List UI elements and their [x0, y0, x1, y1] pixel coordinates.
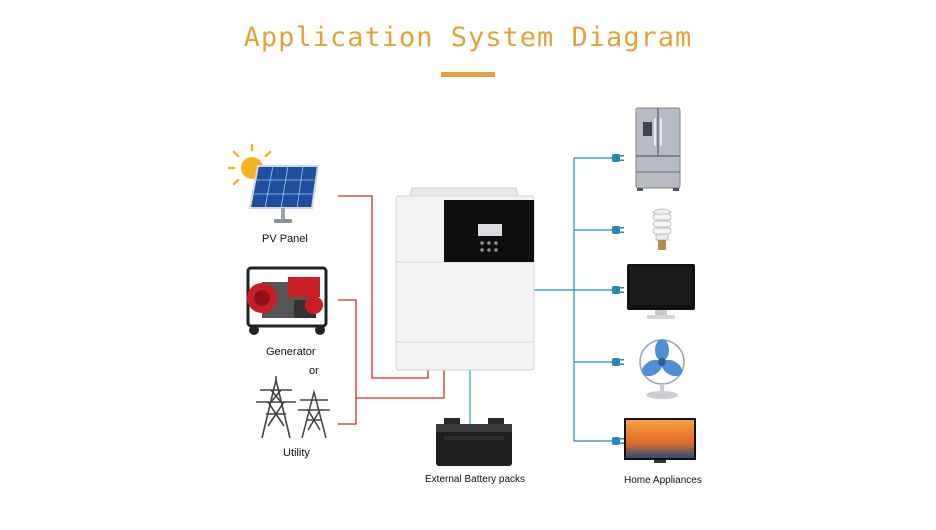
- output-wires: [534, 157, 614, 442]
- battery-icon: [436, 418, 512, 466]
- page-title: Application System Diagram: [243, 22, 693, 53]
- light-bulb-icon: [652, 208, 672, 250]
- generator-label: Generator: [266, 346, 316, 358]
- plug-icon: [612, 437, 624, 445]
- pv-panel-icon: [227, 143, 320, 223]
- fan-icon: [639, 339, 685, 399]
- refrigerator-icon: [635, 107, 681, 191]
- battery-label: External Battery packs: [425, 474, 526, 485]
- plug-icon: [612, 286, 624, 294]
- television-icon: [624, 418, 696, 463]
- plug-icons: [612, 154, 624, 445]
- plug-icon: [612, 226, 624, 234]
- title-underline: [441, 72, 495, 77]
- monitor-icon: [627, 264, 695, 319]
- generator-utility-wire: [338, 299, 357, 425]
- pv-panel-label: PV Panel: [262, 233, 308, 245]
- utility-label: Utility: [283, 447, 310, 459]
- plug-icon: [612, 358, 624, 366]
- inverter-icon: [395, 187, 535, 371]
- generator-icon: [246, 266, 328, 335]
- home-appliances-label: Home Appliances: [624, 475, 702, 486]
- or-label: or: [309, 365, 319, 377]
- utility-tower-icon: [256, 376, 296, 439]
- input-wires: [338, 195, 445, 425]
- plug-icon: [612, 154, 624, 162]
- pv-wire: [338, 195, 429, 379]
- grid-wire: [356, 370, 445, 399]
- utility-tower-icon: [298, 389, 330, 439]
